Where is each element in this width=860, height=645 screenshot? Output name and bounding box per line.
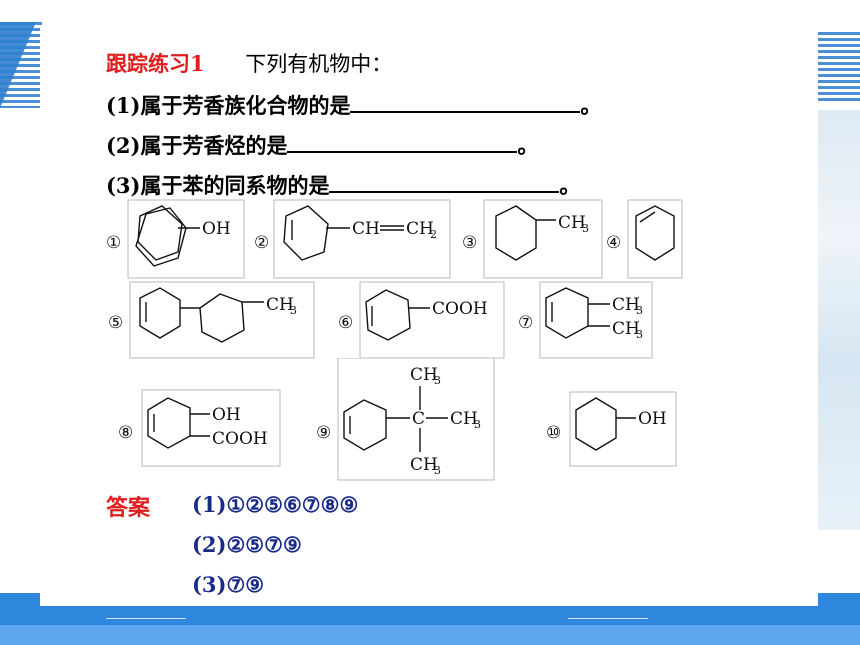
structure-1: ① OH <box>106 199 245 279</box>
structure-7-sub-b: 3 <box>636 328 643 341</box>
structure-9-ch-bottom: CH <box>410 455 438 475</box>
structure-10-oh: OH <box>638 409 667 429</box>
structure-2-number: ② <box>254 233 269 253</box>
question-1-end: 。 <box>580 93 602 118</box>
structure-9-sub-top: 3 <box>434 374 441 387</box>
question-1: (1)属于芳香族化合物的是 。 <box>106 90 601 120</box>
structure-9-ch-right: CH <box>450 409 478 429</box>
answer-line-2: (2)②⑤⑦⑨ <box>192 532 302 557</box>
question-1-text: (1)属于芳香族化合物的是 <box>106 93 351 118</box>
structure-9-c: C <box>412 409 425 429</box>
structure-3-number: ③ <box>462 233 477 253</box>
footer-line-left <box>106 618 186 619</box>
decor-stripes-right <box>818 32 860 102</box>
answer-blank-2[interactable] <box>287 133 518 153</box>
structure-9-sub-bottom: 3 <box>434 464 441 477</box>
structure-5-sub: 3 <box>290 304 297 317</box>
question-3: (3)属于苯的同系物的是 。 <box>106 170 580 200</box>
structure-4: ④ <box>606 199 683 279</box>
exercise-label: 跟踪练习1 <box>106 51 205 76</box>
slide-card <box>40 28 818 606</box>
structure-7-number: ⑦ <box>518 313 533 333</box>
structure-10: ⑩ OH <box>546 391 677 467</box>
structure-8-oh: OH <box>212 405 241 425</box>
question-2-end: 。 <box>517 133 539 158</box>
structure-7-ch-b: CH <box>612 319 640 339</box>
footer-line-right <box>568 618 648 619</box>
question-2: (2)属于芳香烃的是 。 <box>106 130 538 160</box>
structure-6-cooh: COOH <box>432 299 488 319</box>
structure-1-number: ① <box>106 233 121 253</box>
structure-7: ⑦ CH 3 CH 3 <box>518 281 653 359</box>
structure-9-ch-top: CH <box>410 365 438 385</box>
decor-side-texture <box>816 110 860 530</box>
structure-2-sub: 2 <box>430 228 437 241</box>
exercise-heading: 跟踪练习1 下列有机物中： <box>106 48 392 78</box>
question-2-text: (2)属于芳香烃的是 <box>106 133 288 158</box>
structure-4-number: ④ <box>606 233 621 253</box>
structure-9: ⑨ CH 3 C CH 3 CH 3 <box>316 365 481 477</box>
question-3-text: (3)属于苯的同系物的是 <box>106 173 330 198</box>
answer-line-1: (1)①②⑤⑥⑦⑧⑨ <box>192 492 359 517</box>
structure-1-oh: OH <box>202 219 231 239</box>
decor-triangle-left <box>0 22 36 108</box>
answer-line-3: (3)⑦⑨ <box>192 572 265 597</box>
structure-6-number: ⑥ <box>338 313 353 333</box>
structure-2: ② CH CH 2 <box>254 199 451 279</box>
structure-3-sub: 3 <box>582 222 589 235</box>
structure-2-ch: CH <box>352 219 380 239</box>
exercise-prompt: 下列有机物中： <box>245 52 393 76</box>
structure-5: ⑤ CH 3 <box>108 281 315 359</box>
structure-10-number: ⑩ <box>546 423 561 443</box>
footer-band-light <box>0 625 860 645</box>
structures-row-1: ① OH ② CH CH 2 ③ CH 3 ④ <box>106 199 683 279</box>
structure-2-ch2: CH <box>406 219 434 239</box>
structure-5-number: ⑤ <box>108 313 123 333</box>
structure-5-ch: CH <box>266 295 294 315</box>
structures-row-2: ⑤ CH 3 ⑥ COOH ⑦ CH 3 CH 3 <box>108 281 653 359</box>
structure-8-number: ⑧ <box>118 423 133 443</box>
structure-7-ch-a: CH <box>612 295 640 315</box>
answer-blank-1[interactable] <box>350 93 581 113</box>
structure-8-cooh: COOH <box>212 429 268 449</box>
structure-9-number: ⑨ <box>316 423 331 443</box>
question-3-end: 。 <box>559 173 581 198</box>
answer-blank-3[interactable] <box>329 173 560 193</box>
structures-row-3: ⑧ OH COOH ⑨ CH 3 C CH 3 CH 3 ⑩ OH <box>118 358 677 481</box>
structure-9-sub-right: 3 <box>474 418 481 431</box>
structure-7-sub-a: 3 <box>636 304 643 317</box>
answer-label: 答案 <box>106 495 151 521</box>
structure-6: ⑥ COOH <box>338 281 505 359</box>
structure-8: ⑧ OH COOH <box>118 389 281 467</box>
structure-3-ch: CH <box>558 213 586 233</box>
structure-3: ③ CH 3 <box>462 199 603 279</box>
